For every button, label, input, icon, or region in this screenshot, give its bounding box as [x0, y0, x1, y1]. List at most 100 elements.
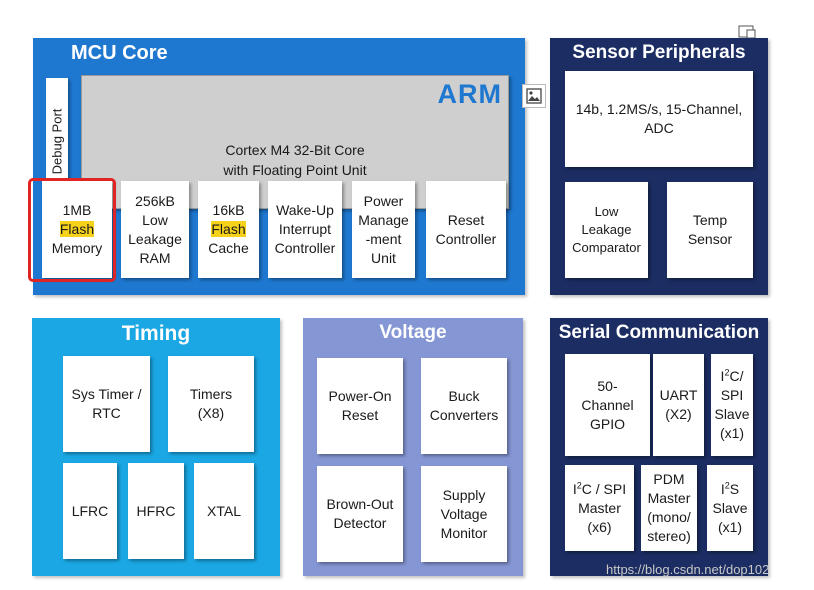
brownout-line2: Detector: [333, 515, 387, 531]
gpio-line1: 50-: [597, 377, 618, 394]
timers-line2: (X8): [197, 405, 225, 421]
comparator-line2: Leakage: [581, 222, 632, 237]
cortex-core-line1: Cortex M4 32-Bit Core: [225, 142, 365, 158]
i2s-slave-block: I2S Slave (x1): [707, 465, 753, 551]
pdm-block: PDM Master (mono/ stereo): [641, 465, 697, 551]
flash-memory-highlight: Flash: [59, 221, 95, 237]
brownout-line1: Brown-Out: [326, 496, 394, 512]
lfrc-label: LFRC: [71, 502, 109, 519]
i2c-slave-sup: 2: [724, 367, 730, 378]
cortex-core-label: Cortex M4 32-Bit Core with Floating Poin…: [82, 140, 508, 180]
buck-line1: Buck: [448, 388, 480, 404]
mcu-core-title: MCU Core: [71, 42, 168, 64]
i2c-slave-c: C/: [729, 368, 744, 384]
svm-line2: Voltage: [440, 505, 488, 522]
serial-communication-panel: Serial Communication 50- Channel GPIO UA…: [550, 318, 768, 576]
sys-timer-line2: RTC: [92, 405, 121, 421]
i2s-line1: I2S: [712, 480, 747, 499]
reset-line1: Reset: [447, 211, 485, 228]
i2c-master-i: I: [572, 480, 577, 497]
flash-cache-highlight: Flash: [211, 221, 246, 237]
buck-line2: Converters: [429, 407, 499, 423]
i2c-spi-master-line2: Master: [578, 499, 621, 516]
comparator-line1: Low: [594, 204, 619, 219]
arm-logo: ARM: [437, 79, 502, 109]
ram-line3: Leakage: [128, 230, 182, 247]
voltage-title: Voltage: [379, 322, 447, 343]
flash-cache-size: 16kB: [212, 202, 245, 218]
power-management-block: Power Manage -ment Unit: [352, 181, 415, 278]
uart-line2: (X2): [665, 406, 692, 422]
i2c-spi-slave-line1: I2C/: [714, 367, 749, 386]
flash-memory-highlight-frame: [28, 178, 116, 282]
flash-memory-label: Memory: [51, 240, 103, 256]
uart-block: UART (X2): [653, 354, 704, 456]
flash-cache-label: Cache: [208, 240, 249, 256]
svm-line1: Supply: [442, 486, 486, 503]
por-line2: Reset: [341, 407, 379, 423]
pdm-line1: PDM: [653, 471, 685, 487]
i2c-spi-master-block: I2C / SPI Master (x6): [565, 465, 634, 551]
i2s-s: S: [729, 480, 740, 497]
i2s-line2: Slave: [712, 499, 748, 516]
xtal-block: XTAL: [194, 463, 254, 559]
lfrc-block: LFRC: [63, 463, 117, 559]
cortex-core-line2: with Floating Point Unit: [223, 162, 367, 178]
timers-line1: Timers: [189, 386, 233, 402]
flash-memory-block: 1MB Flash Memory: [42, 181, 112, 278]
buck-converters-block: Buck Converters: [421, 358, 507, 454]
gpio-block: 50- Channel GPIO: [565, 354, 650, 456]
corner-window-icon[interactable]: [738, 25, 756, 39]
i2c-master-c: C / SPI: [581, 480, 627, 497]
mcu-core-panel: MCU Core Debug Port ARM Cortex M4 32-Bit…: [33, 38, 525, 295]
comparator-block: Low Leakage Comparator: [565, 182, 648, 278]
i2c-spi-slave-block: I2C/ SPI Slave (x1): [711, 354, 753, 456]
flash-cache-block: 16kB Flash Cache: [198, 181, 259, 278]
ram-line4: RAM: [139, 249, 171, 266]
sys-timer-block: Sys Timer / RTC: [63, 356, 150, 452]
sensor-peripherals-panel: Sensor Peripherals 14b, 1.2MS/s, 15-Chan…: [550, 38, 768, 295]
pdm-line4: stereo): [647, 528, 691, 544]
pmu-line3: -ment: [365, 230, 402, 247]
power-on-reset-block: Power-On Reset: [317, 358, 403, 454]
temp-sensor-block: Temp Sensor: [667, 182, 753, 278]
xtal-label: XTAL: [207, 502, 241, 519]
wakeup-line3: Controller: [274, 240, 336, 256]
watermark-text: https://blog.csdn.net/dop102: [606, 562, 770, 577]
serial-communication-title: Serial Communication: [558, 322, 760, 343]
i2c-spi-slave-line2: SPI: [720, 387, 744, 403]
i2s-i: I: [720, 480, 725, 497]
timers-block: Timers (X8): [168, 356, 254, 452]
i2c-spi-slave-line4: (x1): [719, 425, 745, 441]
ram-line1: 256kB: [135, 192, 175, 209]
debug-port-label: Debug Port: [49, 108, 65, 175]
pdm-line2: Master: [647, 490, 691, 506]
pdm-line3: (mono/: [647, 509, 691, 525]
i2c-slave-i: I: [720, 368, 725, 384]
supply-voltage-monitor-block: Supply Voltage Monitor: [421, 466, 507, 562]
reset-controller-block: Reset Controller: [426, 181, 506, 278]
i2s-sup: 2: [724, 479, 730, 490]
timing-title: Timing: [121, 322, 191, 345]
i2c-spi-master-line3: (x6): [587, 518, 612, 535]
wakeup-interrupt-block: Wake-Up Interrupt Controller: [268, 181, 342, 278]
brown-out-detector-block: Brown-Out Detector: [317, 466, 403, 562]
image-icon[interactable]: [522, 84, 546, 108]
svm-line3: Monitor: [440, 524, 488, 541]
debug-port-block: Debug Port: [46, 78, 68, 205]
pmu-line2: Manage: [358, 211, 409, 228]
wakeup-line2: Interrupt: [278, 221, 332, 237]
pmu-line4: Unit: [371, 249, 396, 266]
i2c-spi-master-line1: I2C / SPI: [573, 480, 626, 499]
timing-panel: Timing Sys Timer / RTC Timers (X8) LFRC …: [32, 318, 280, 576]
pmu-line1: Power: [363, 192, 404, 209]
hfrc-label: HFRC: [136, 502, 176, 519]
voltage-panel: Voltage Power-On Reset Buck Converters B…: [303, 318, 523, 576]
adc-line1: 14b, 1.2MS/s, 15-Channel,: [575, 101, 743, 117]
temp-line1: Temp: [692, 212, 728, 228]
i2c-spi-slave-line3: Slave: [714, 406, 750, 422]
i2c-master-sup: 2: [576, 479, 582, 490]
i2s-line3: (x1): [717, 518, 743, 535]
temp-line2: Sensor: [687, 231, 733, 247]
flash-memory-size: 1MB: [62, 202, 92, 218]
